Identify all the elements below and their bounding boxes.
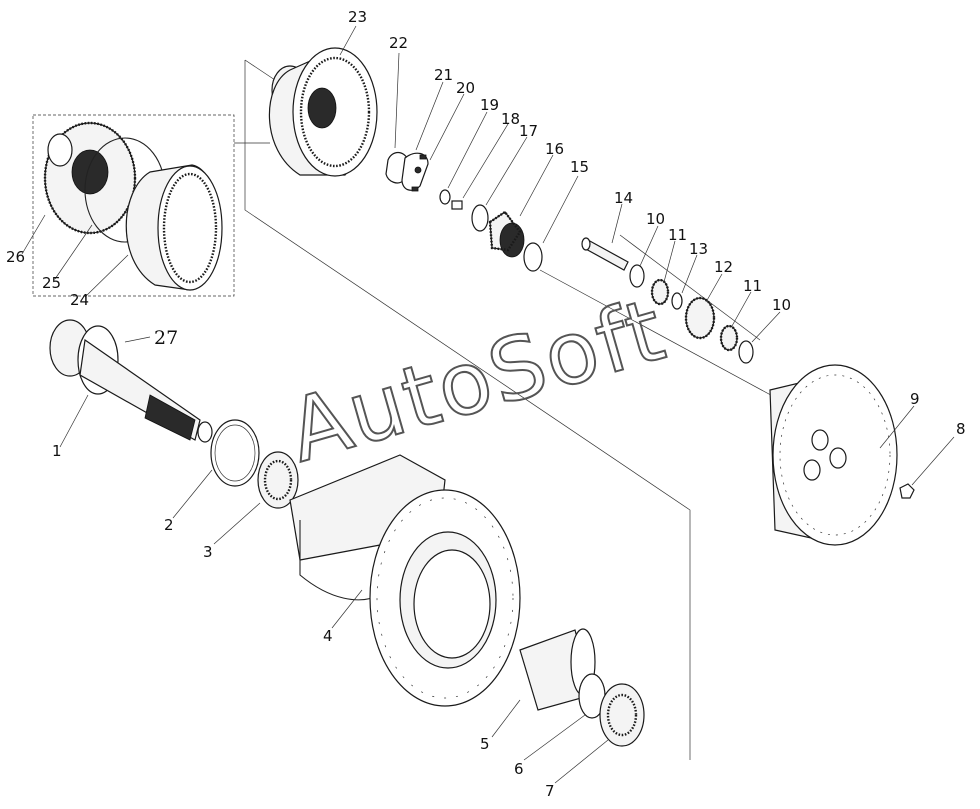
callout-16: 16 xyxy=(545,140,564,158)
planet-gear xyxy=(684,296,716,340)
callout-26: 26 xyxy=(6,248,25,266)
callout-7: 7 xyxy=(545,782,555,800)
callout-12: 12 xyxy=(714,258,733,276)
assembly-guide-lines xyxy=(32,59,781,760)
watermark: AutoSoft xyxy=(278,280,676,482)
assembly-axis-line xyxy=(244,60,691,760)
callout-19: 19 xyxy=(480,96,499,114)
washer-a xyxy=(629,264,645,288)
callout-6: 6 xyxy=(514,760,524,778)
axle-shaft xyxy=(49,319,213,443)
outer-bearing xyxy=(599,683,645,747)
sun-gear xyxy=(488,210,525,258)
callout-18: 18 xyxy=(501,110,520,128)
retaining-ring xyxy=(523,242,543,272)
callout-labels: 1 2 3 4 5 6 7 8 9 10 10 11 11 12 13 14 1… xyxy=(6,8,966,800)
hub-nut xyxy=(899,483,915,499)
needle-bearing-a xyxy=(650,278,670,306)
axle-housing xyxy=(289,454,521,707)
callout-5: 5 xyxy=(480,735,490,753)
spacer-ring xyxy=(439,189,451,205)
callout-17: 17 xyxy=(519,122,538,140)
callout-22: 22 xyxy=(389,34,408,52)
callout-4: 4 xyxy=(323,627,333,645)
taper-bearing xyxy=(257,451,299,509)
callout-10-bottom: 10 xyxy=(772,296,791,314)
ring-gear xyxy=(125,164,223,291)
planet-pin-shaft xyxy=(581,237,629,271)
wheel-hub-flange xyxy=(769,364,898,546)
thrust-washer xyxy=(471,204,489,232)
callout-13: 13 xyxy=(689,240,708,258)
callout-3: 3 xyxy=(203,543,213,561)
callout-10-top: 10 xyxy=(646,210,665,228)
callout-24: 24 xyxy=(70,291,89,309)
ring-gear-hub xyxy=(268,47,378,177)
callout-15: 15 xyxy=(570,158,589,176)
seal-ring xyxy=(210,419,260,487)
washer-b xyxy=(738,340,754,364)
callout-27: 27 xyxy=(154,327,178,349)
lock-plate xyxy=(385,151,429,192)
bushing xyxy=(451,200,463,210)
callout-20: 20 xyxy=(456,79,475,97)
subassembly-frame xyxy=(32,114,235,297)
callout-25: 25 xyxy=(42,274,61,292)
callout-11-top: 11 xyxy=(668,226,687,244)
spacer xyxy=(671,292,683,310)
callout-8: 8 xyxy=(956,420,966,438)
planet-carrier xyxy=(43,121,137,235)
callout-2: 2 xyxy=(164,516,174,534)
callout-23: 23 xyxy=(348,8,367,26)
needle-bearing-b xyxy=(719,324,739,352)
callout-21: 21 xyxy=(434,66,453,84)
callout-9: 9 xyxy=(910,390,920,408)
callout-11-bottom: 11 xyxy=(743,277,762,295)
callout-1: 1 xyxy=(52,442,62,460)
leader-lines xyxy=(21,25,955,784)
callout-14: 14 xyxy=(614,189,633,207)
